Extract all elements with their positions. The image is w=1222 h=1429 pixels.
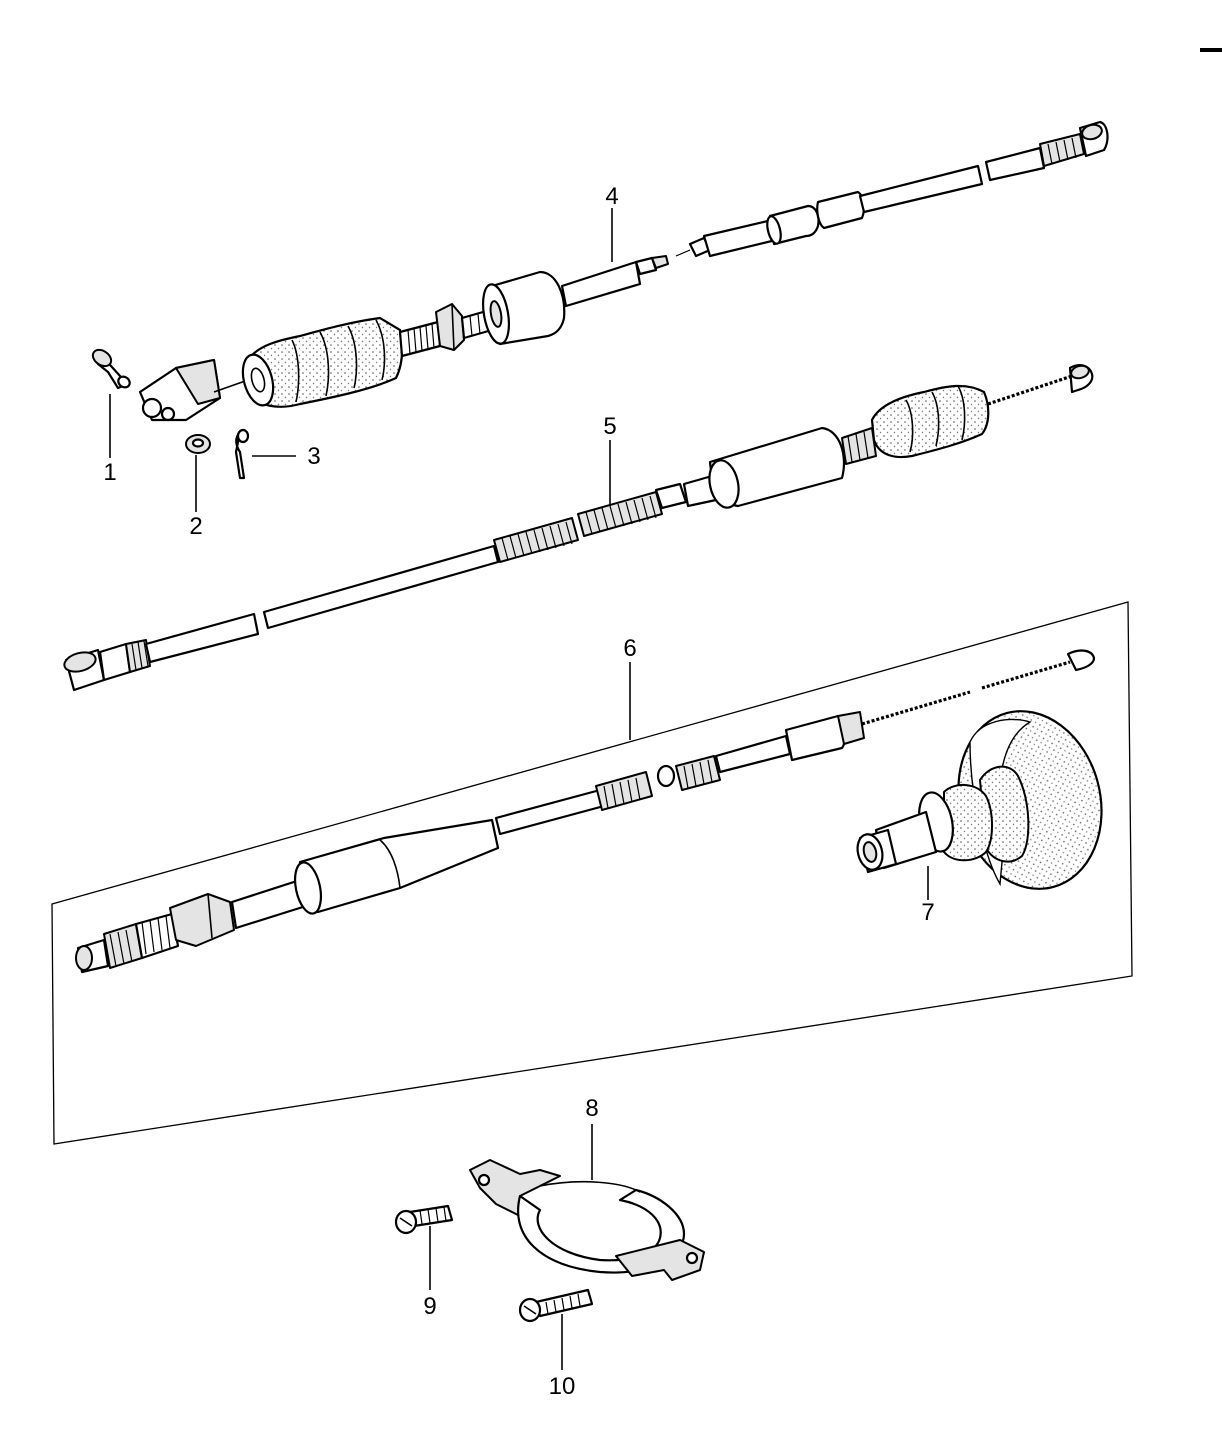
part-5-cable-middle[interactable] bbox=[62, 364, 1094, 692]
callout-9: 9 bbox=[423, 1293, 436, 1320]
callout-6: 6 bbox=[623, 635, 636, 662]
part-6-cable-assembly[interactable] bbox=[51, 601, 1133, 1145]
callout-5: 5 bbox=[603, 413, 616, 440]
part-10-screw[interactable] bbox=[518, 1288, 594, 1370]
callout-2: 2 bbox=[189, 513, 202, 540]
callout-8: 8 bbox=[585, 1095, 598, 1122]
callout-7: 7 bbox=[921, 899, 934, 926]
part-3-cotter-pin[interactable] bbox=[234, 428, 296, 480]
part-7-rubber-boot[interactable] bbox=[854, 695, 1121, 905]
part-1-clevis-pin[interactable] bbox=[90, 347, 132, 458]
part-2-washer[interactable] bbox=[185, 434, 211, 512]
callout-3: 3 bbox=[307, 443, 320, 470]
callout-1: 1 bbox=[103, 459, 116, 486]
part-9-screw[interactable] bbox=[394, 1204, 454, 1290]
callout-4: 4 bbox=[605, 183, 618, 210]
part-8-clamp[interactable] bbox=[469, 1124, 705, 1281]
assembly-border bbox=[51, 601, 1133, 1145]
part-4-cable-upper[interactable] bbox=[138, 120, 1109, 422]
callout-10: 10 bbox=[549, 1373, 576, 1400]
